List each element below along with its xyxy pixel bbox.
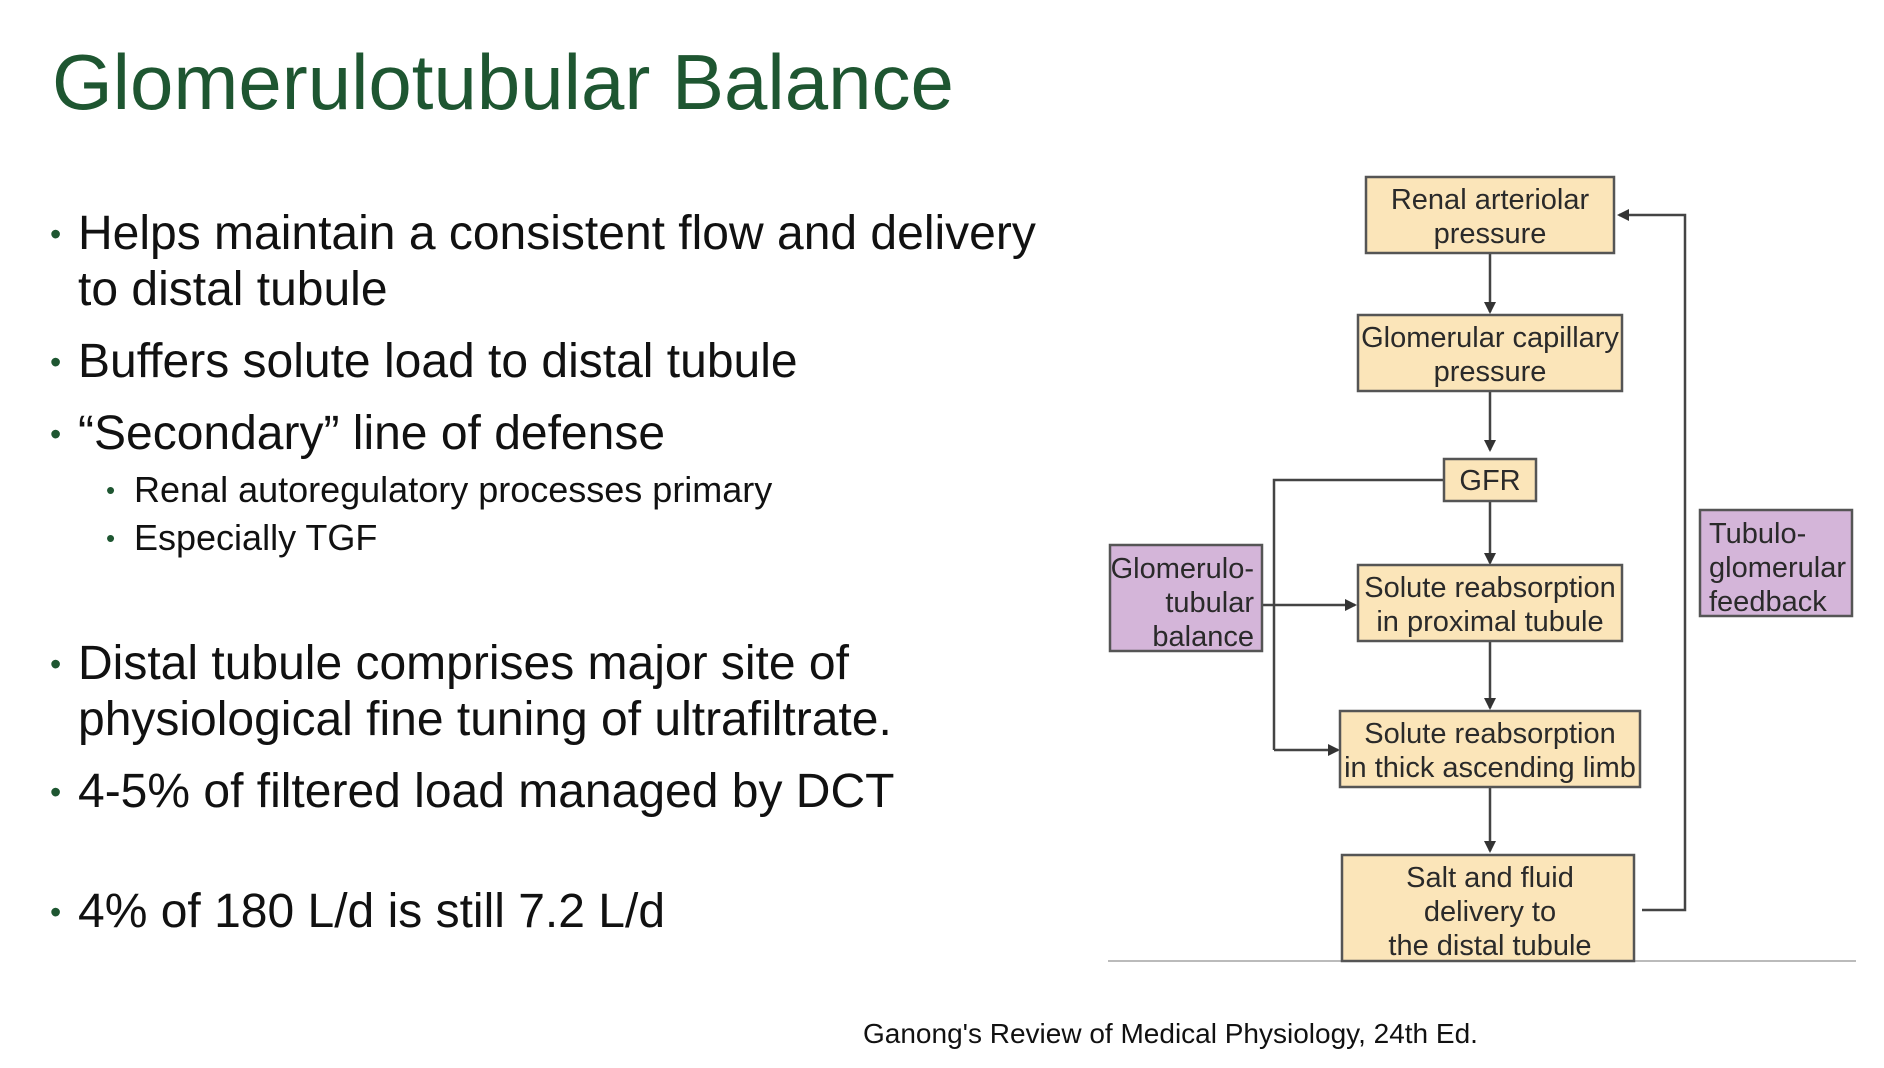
box-label: pressure: [1434, 356, 1547, 388]
bullet-item: Helps maintain a consistent flow and del…: [50, 206, 1050, 318]
box-glomerular-capillary-pressure: Glomerular capillary pressure: [1356, 313, 1624, 393]
gfr-branch-line: [1272, 478, 1444, 750]
sub-bullet-item: Especially TGF: [106, 514, 1050, 562]
bullet-item: 4-5% of filtered load managed by DCT: [50, 764, 1050, 820]
box-label: Salt and fluid: [1406, 862, 1574, 894]
box-renal-arteriolar-pressure: Renal arteriolar pressure: [1364, 175, 1616, 255]
box-glomerulotubular-balance: Glomerulo- tubular balance: [1108, 543, 1264, 653]
box-gfr: GFR: [1442, 457, 1538, 503]
box-label: balance: [1152, 621, 1254, 653]
box-label: GFR: [1459, 465, 1520, 497]
box-label: feedback: [1709, 586, 1827, 618]
box-label: Renal arteriolar: [1391, 184, 1590, 216]
box-tubuloglomerular-feedback: Tubulo- glomerular feedback: [1698, 508, 1854, 618]
box-label: tubular: [1165, 587, 1254, 619]
box-salt-fluid-delivery: Salt and fluid delivery to the distal tu…: [1340, 853, 1636, 963]
connector-lines: [1262, 209, 1687, 912]
box-label: the distal tubule: [1388, 930, 1591, 962]
citation: Ganong's Review of Medical Physiology, 2…: [863, 1018, 1478, 1049]
box-solute-reabsorption-thick-limb: Solute reabsorption in thick ascending l…: [1338, 709, 1642, 789]
box-label: Solute reabsorption: [1364, 718, 1616, 750]
sub-bullet-list: Renal autoregulatory processes primary E…: [78, 466, 1050, 562]
box-label: Glomerular capillary: [1361, 322, 1619, 354]
box-label: pressure: [1434, 218, 1547, 250]
slide-title: Glomerulotubular Balance: [52, 38, 954, 126]
box-label: Glomerulo-: [1111, 553, 1254, 585]
bullet-list: Helps maintain a consistent flow and del…: [50, 206, 1050, 956]
box-label: delivery to: [1424, 896, 1556, 928]
box-label: in proximal tubule: [1376, 606, 1603, 638]
box-label: in thick ascending limb: [1344, 752, 1636, 784]
flow-diagram: Renal arteriolar pressure Glomerular cap…: [1108, 175, 1856, 963]
bullet-item: Distal tubule comprises major site of ph…: [50, 636, 1050, 748]
bullet-text: “Secondary” line of defense: [78, 407, 666, 460]
bullet-item: 4% of 180 L/d is still 7.2 L/d: [50, 884, 1050, 940]
bullet-item: “Secondary” line of defense Renal autore…: [50, 406, 1050, 562]
bullet-item: Buffers solute load to distal tubule: [50, 334, 1050, 390]
box-label: Solute reabsorption: [1364, 572, 1616, 604]
sub-bullet-item: Renal autoregulatory processes primary: [106, 466, 1050, 514]
box-label: glomerular: [1709, 552, 1846, 584]
feedback-loop-line: [1617, 209, 1687, 912]
box-label: Tubulo-: [1709, 518, 1806, 550]
box-solute-reabsorption-proximal: Solute reabsorption in proximal tubule: [1356, 563, 1624, 643]
